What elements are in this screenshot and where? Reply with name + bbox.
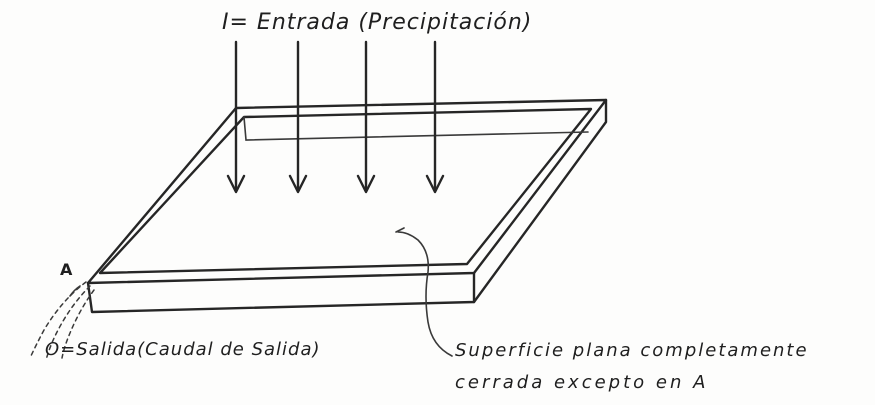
tray-right-wall xyxy=(472,98,608,304)
precipitation-arrows xyxy=(226,40,445,194)
outflow-stream xyxy=(29,281,95,361)
output-label: O=Salida(Caudal de Salida) xyxy=(45,339,321,360)
surface-leader-tick xyxy=(395,227,405,233)
tray-front-wall xyxy=(86,271,476,314)
surface-leader-line xyxy=(397,231,453,357)
surface-description-line2: cerrada excepto en A xyxy=(455,372,709,393)
rain-arrow xyxy=(425,40,445,194)
tray-outer-rim xyxy=(86,98,608,285)
surface-description-line1: Superficie plana completamente xyxy=(455,340,809,361)
input-label: I= Entrada (Precipitación) xyxy=(222,10,533,35)
rain-arrow xyxy=(288,40,308,194)
rain-arrow xyxy=(226,40,246,194)
outlet-point-label: A xyxy=(60,260,74,279)
tray-inner-rim xyxy=(98,107,593,275)
tray-back-wall-shade xyxy=(243,116,589,141)
tray xyxy=(86,98,608,314)
rain-arrow xyxy=(356,40,376,194)
